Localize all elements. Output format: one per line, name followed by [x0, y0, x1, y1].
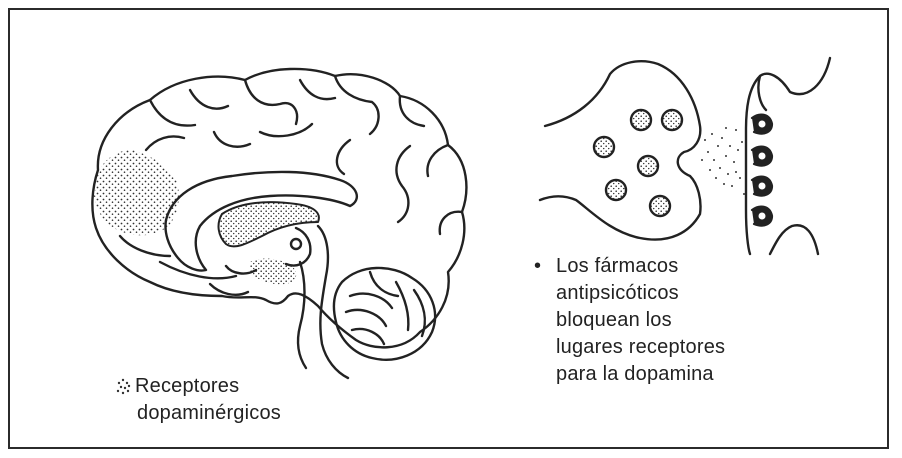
striatum-receptor-area [219, 202, 319, 246]
brain-drawing [92, 69, 466, 378]
dopamine-particles [701, 127, 745, 195]
legend-line-2: dopaminérgicos [115, 400, 375, 427]
receptor-legend: Receptores dopaminérgicos [115, 373, 375, 427]
cerebellum [334, 268, 435, 360]
caption-line-3: bloquean los [534, 307, 794, 334]
bullet-icon: • [534, 253, 556, 280]
receptors [752, 115, 772, 226]
synapse-drawing [540, 58, 830, 254]
caption-line-2: antipsicóticos [534, 280, 794, 307]
caption-line-5: para la dopamina [534, 361, 794, 388]
presynaptic-terminal [540, 61, 701, 239]
caption-line-1: Los fármacos [556, 255, 678, 277]
antipsychotic-caption: •Los fármacos antipsicóticos bloquean lo… [534, 253, 794, 388]
caption-line-4: lugares receptores [534, 334, 794, 361]
legend-line-1: Receptores [135, 375, 239, 397]
